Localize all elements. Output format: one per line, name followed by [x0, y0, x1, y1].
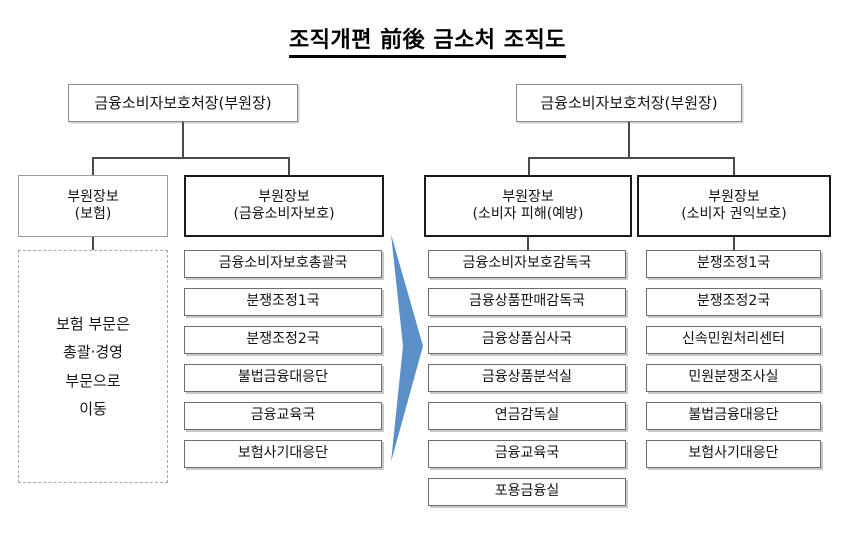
- after-drop-line-2: [733, 157, 735, 175]
- after-col2-connector: [733, 237, 735, 250]
- before-unit-2: 분쟁조정1국: [184, 288, 382, 316]
- before-deputy-insurance-box: 부원장보 (보험): [18, 175, 168, 237]
- after-col1-unit-3-label: 금융상품심사국: [481, 331, 573, 348]
- after-col1-unit-2: 금융상품판매감독국: [428, 288, 626, 316]
- before-unit-5-label: 금융교육국: [250, 407, 316, 424]
- before-deputy-fcp-line2: (금융소비자보호): [233, 206, 335, 222]
- after-col1-unit-4-label: 금융상품분석실: [481, 369, 573, 386]
- after-col2-unit-3: 신속민원처리센터: [646, 326, 821, 354]
- before-drop-line-2: [288, 157, 290, 175]
- before-unit-2-label: 분쟁조정1국: [246, 293, 320, 310]
- after-col1-unit-7: 포용금융실: [428, 478, 626, 506]
- before-note-connector: [92, 237, 94, 250]
- after-col2-unit-3-label: 신속민원처리센터: [681, 331, 786, 348]
- before-deputy-insurance-line1: 부원장보: [67, 188, 119, 205]
- after-col2-unit-5-label: 불법금융대응단: [688, 407, 779, 424]
- after-drop-line-1: [528, 157, 530, 175]
- before-head-box: 금융소비자보호처장(부원장): [68, 84, 298, 122]
- before-unit-4-label: 불법금융대응단: [237, 369, 329, 386]
- before-unit-6-label: 보험사기대응단: [237, 445, 329, 462]
- after-deputy-rights-line1: 부원장보: [708, 188, 760, 205]
- after-bus-line: [528, 157, 734, 159]
- after-deputy-prevention-line1: 부원장보: [502, 188, 554, 205]
- before-unit-4: 불법금융대응단: [184, 364, 382, 392]
- after-col1-unit-7-label: 포용금융실: [494, 483, 560, 500]
- after-col1-connector: [527, 237, 529, 250]
- after-col2-unit-5: 불법금융대응단: [646, 402, 821, 430]
- after-col2-unit-1-label: 분쟁조정1국: [696, 255, 771, 272]
- before-unit-3-label: 분쟁조정2국: [246, 331, 320, 348]
- before-note-line-4: 이동: [79, 400, 107, 418]
- after-col2-unit-4: 민원분쟁조사실: [646, 364, 821, 392]
- before-unit-1-label: 금융소비자보호총괄국: [218, 255, 348, 272]
- before-deputy-fcp-box: 부원장보 (금융소비자보호): [184, 175, 384, 237]
- before-unit-1: 금융소비자보호총괄국: [184, 250, 382, 278]
- after-col2-unit-6-label: 보험사기대응단: [688, 445, 779, 462]
- after-head-label: 금융소비자보호처장(부원장): [540, 93, 718, 112]
- after-head-box: 금융소비자보호처장(부원장): [516, 84, 742, 122]
- after-deputy-rights-box: 부원장보 (소비자 권익보호): [637, 175, 831, 237]
- after-col2-unit-2-label: 분쟁조정2국: [696, 293, 771, 310]
- before-deputy-fcp-line1: 부원장보: [258, 188, 310, 205]
- after-col1-unit-6-label: 금융교육국: [494, 445, 560, 462]
- after-deputy-prevention-box: 부원장보 (소비자 피해(예방): [424, 175, 632, 237]
- before-unit-3: 분쟁조정2국: [184, 326, 382, 354]
- after-col1-unit-5-label: 연금감독실: [494, 407, 560, 424]
- after-col1-unit-5: 연금감독실: [428, 402, 626, 430]
- after-col1-unit-6: 금융교육국: [428, 440, 626, 468]
- after-col2-unit-2: 분쟁조정2국: [646, 288, 821, 316]
- after-col2-unit-6: 보험사기대응단: [646, 440, 821, 468]
- after-col1-unit-1-label: 금융소비자보호감독국: [462, 255, 592, 272]
- page-title-text: 조직개편 前後 금소처 조직도: [289, 28, 566, 58]
- before-unit-5: 금융교육국: [184, 402, 382, 430]
- before-note-line-3: 부문으로: [65, 371, 121, 390]
- transition-arrow-icon: [391, 234, 423, 462]
- after-col2-unit-4-label: 민원분쟁조사실: [688, 369, 779, 386]
- before-note-box: 보험 부문은 총괄·경영 부문으로 이동: [18, 250, 168, 483]
- after-col1-unit-2-label: 금융상품판매감독국: [469, 293, 585, 310]
- before-drop-line-1: [92, 157, 94, 175]
- before-note-line-2: 총괄·경영: [63, 343, 123, 361]
- before-unit-6: 보험사기대응단: [184, 440, 382, 468]
- after-deputy-rights-line2: (소비자 권익보호): [681, 206, 787, 222]
- before-bus-line: [92, 157, 289, 159]
- before-deputy-insurance-line2: (보험): [74, 206, 112, 222]
- page-title: 조직개편 前後 금소처 조직도: [0, 22, 855, 58]
- before-note-line-1: 보험 부문은: [56, 314, 130, 333]
- after-col1-unit-4: 금융상품분석실: [428, 364, 626, 392]
- after-col1-unit-1: 금융소비자보호감독국: [428, 250, 626, 278]
- before-trunk-line: [182, 122, 184, 158]
- after-col1-unit-3: 금융상품심사국: [428, 326, 626, 354]
- after-deputy-prevention-line2: (소비자 피해(예방): [472, 206, 584, 222]
- after-col2-unit-1: 분쟁조정1국: [646, 250, 821, 278]
- before-head-label: 금융소비자보호처장(부원장): [94, 93, 272, 112]
- after-trunk-line: [628, 122, 630, 158]
